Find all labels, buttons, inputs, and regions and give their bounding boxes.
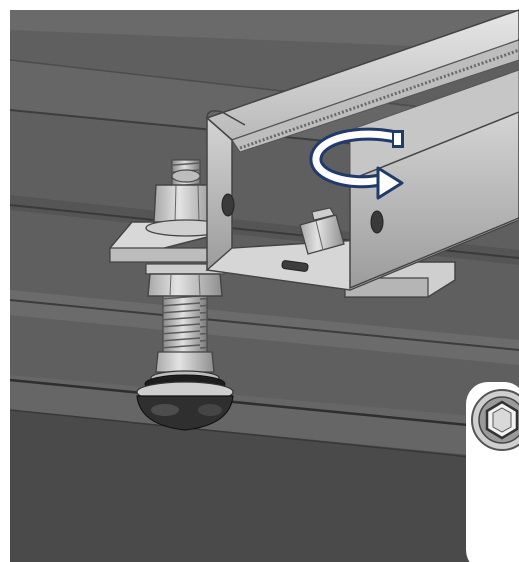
upper-nut	[145, 169, 227, 237]
rail-nut	[299, 207, 345, 255]
clockwise-rotation-arrow-icon	[309, 127, 404, 200]
lower-nut	[145, 263, 225, 297]
rubber-foot	[136, 381, 234, 431]
mounting-rail	[205, 9, 519, 291]
detail-inset	[466, 382, 519, 562]
hex-socket-icon	[471, 389, 519, 451]
